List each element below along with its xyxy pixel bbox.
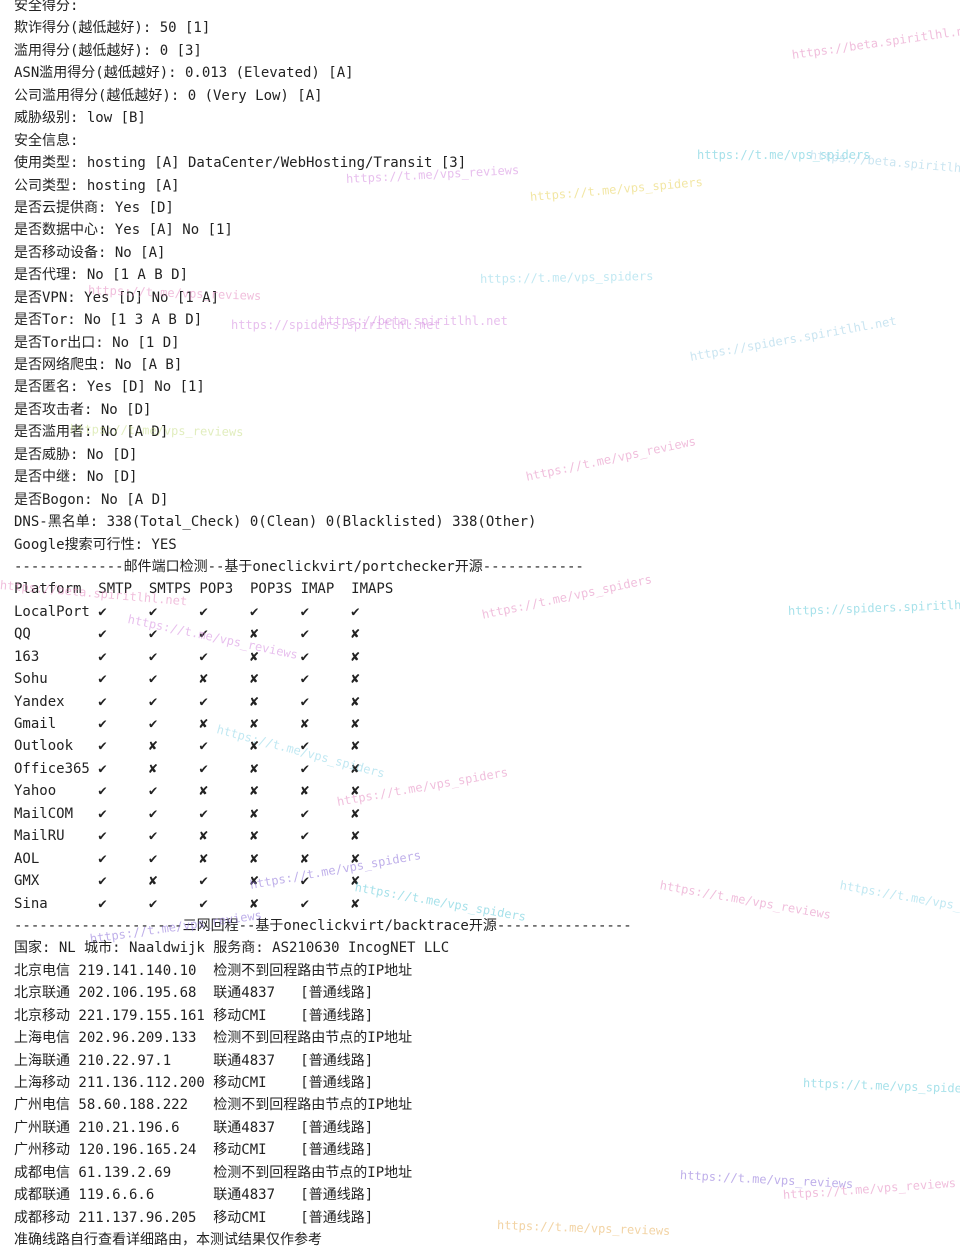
output-line: 公司类型: hosting [A] [14,177,180,194]
output-line: 北京电信 219.141.140.10 检测不到回程路由节点的IP地址 [14,962,413,979]
output-line: Google搜索可行性: YES [14,536,177,553]
output-line: 是否滥用者: No [A D] [14,424,169,441]
terminal-output: 安全得分: 欺诈得分(越低越好): 50 [1] 滥用得分(越低越好): 0 [3]… [14,0,954,1252]
output-line: Yandex ✔ ✔ ✔ ✘ ✔ ✘ [14,693,360,710]
output-line: 威胁级别: low [B] [14,110,146,127]
output-line: MailRU ✔ ✔ ✘ ✘ ✔ ✘ [14,828,360,845]
output-line: 广州电信 58.60.188.222 检测不到回程路由节点的IP地址 [14,1097,413,1114]
output-line: 上海移动 211.136.112.200 移动CMI [普通线路] [14,1075,374,1091]
output-line: Platform SMTP SMTPS POP3 POP3S IMAP IMAP… [14,581,394,598]
output-line: 是否匿名: Yes [D] No [1] [14,379,205,396]
output-line: 是否云提供商: Yes [D] [14,199,174,216]
output-line: Gmail ✔ ✔ ✘ ✘ ✘ ✘ [14,716,360,732]
output-line: 安全信息: [14,132,79,149]
output-line: 欺诈得分(越低越好): 50 [1] [14,20,211,37]
output-line: --------------------三网回程--基于oneclickvirt… [14,917,632,934]
output-line: AOL ✔ ✔ ✘ ✘ ✘ ✘ [14,850,360,867]
output-line: 是否网络爬虫: No [A B] [14,357,183,373]
output-line: 是否中继: No [D] [14,469,138,486]
output-line: 是否Tor出口: No [1 D] [14,334,180,351]
output-line: Yahoo ✔ ✔ ✘ ✘ ✘ ✘ [14,783,360,800]
output-line: LocalPort ✔ ✔ ✔ ✔ ✔ ✔ [14,603,360,620]
output-line: 准确线路自行查看详细路由，本测试结果仅作参考 [14,1232,322,1249]
output-line: 北京移动 221.179.155.161 移动CMI [普通线路] [14,1007,374,1024]
output-line: 国家: NL 城市: Naaldwijk 服务商: AS210630 Incog… [14,940,450,957]
output-line: 是否Bogon: No [A D] [14,491,169,508]
output-line: 是否数据中心: Yes [A] No [1] [14,222,233,239]
output-line: Outlook ✔ ✘ ✔ ✘ ✔ ✘ [14,738,360,755]
output-line: 使用类型: hosting [A] DataCenter/WebHosting/… [14,155,467,172]
output-line: 广州联通 210.21.196.6 联通4837 [普通线路] [14,1119,374,1136]
output-line: ASN滥用得分(越低越好): 0.013 (Elevated) [A] [14,65,354,82]
output-line: 成都联通 119.6.6.6 联通4837 [普通线路] [14,1187,374,1204]
output-line: Sina ✔ ✔ ✔ ✘ ✔ ✘ [14,895,360,912]
output-line: 公司滥用得分(越低越好): 0 (Very Low) [A] [14,87,323,104]
output-line: 成都电信 61.139.2.69 检测不到回程路由节点的IP地址 [14,1164,413,1181]
output-line: -------------邮件端口检测--基于oneclickvirt/port… [14,558,584,575]
output-line: 北京联通 202.106.195.68 联通4837 [普通线路] [14,985,374,1002]
output-line: 是否移动设备: No [A] [14,244,166,261]
output-line: 安全得分: [14,0,79,14]
output-line: 是否威胁: No [D] [14,446,138,463]
output-line: Sohu ✔ ✔ ✘ ✘ ✔ ✘ [14,671,360,688]
output-line: 163 ✔ ✔ ✔ ✘ ✔ ✘ [14,648,360,665]
output-line: 上海电信 202.96.209.133 检测不到回程路由节点的IP地址 [14,1030,413,1047]
output-line: 成都移动 211.137.96.205 移动CMI [普通线路] [14,1209,374,1226]
output-line: 滥用得分(越低越好): 0 [3] [14,42,202,59]
output-line: 是否代理: No [1 A B D] [14,267,189,284]
output-line: QQ ✔ ✔ ✔ ✘ ✔ ✘ [14,626,360,643]
output-line: 是否Tor: No [1 3 A B D] [14,312,203,329]
output-line: GMX ✔ ✘ ✔ ✘ ✔ ✘ [14,873,360,890]
output-line: 上海联通 210.22.97.1 联通4837 [普通线路] [14,1052,374,1069]
output-line: 是否VPN: Yes [D] No [1 A] [14,289,220,306]
output-line: 广州移动 120.196.165.24 移动CMI [普通线路] [14,1142,374,1159]
output-line: MailCOM ✔ ✔ ✔ ✘ ✔ ✘ [14,805,360,822]
output-line: 是否攻击者: No [D] [14,401,152,418]
output-line: Office365 ✔ ✘ ✔ ✘ ✔ ✘ [14,760,360,777]
output-line: DNS-黑名单: 338(Total_Check) 0(Clean) 0(Bla… [14,514,537,531]
